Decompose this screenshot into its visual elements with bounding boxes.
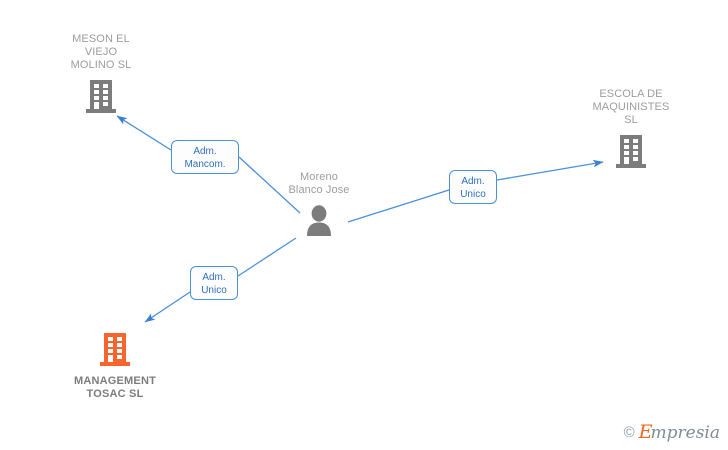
relation-label-meson[interactable]: Adm. Mancom. bbox=[171, 140, 239, 174]
node-label-meson: MESON EL VIEJO MOLINO SL bbox=[70, 33, 132, 71]
brand-initial: E bbox=[638, 421, 653, 443]
copyright-icon: © bbox=[623, 423, 635, 441]
node-meson-el-viejo-molino-sl[interactable]: MESON EL VIEJO MOLINO SL bbox=[21, 33, 181, 118]
edge-escola bbox=[347, 189, 450, 223]
edge-meson bbox=[238, 156, 301, 214]
building-icon bbox=[21, 78, 181, 118]
building-icon bbox=[35, 331, 195, 371]
edge-tosac bbox=[237, 237, 297, 277]
relation-label-escola[interactable]: Adm. Unico bbox=[449, 170, 497, 204]
node-label-management-tosac: MANAGEMENT TOSAC SL bbox=[73, 375, 157, 400]
edge-meson-arrow bbox=[116, 115, 172, 151]
node-moreno-blanco-jose[interactable]: Moreno Blanco Jose bbox=[239, 171, 399, 243]
node-management-tosac-sl[interactable]: MANAGEMENT TOSAC SL bbox=[35, 331, 195, 401]
watermark: © Empresia bbox=[624, 422, 720, 442]
building-icon bbox=[551, 133, 711, 173]
node-escola-de-maquinistes-sl[interactable]: ESCOLA DE MAQUINISTES SL bbox=[551, 88, 711, 173]
brand-name: Empresia bbox=[639, 422, 720, 442]
node-label-escola: ESCOLA DE MAQUINISTES SL bbox=[592, 88, 670, 126]
edge-escola-arrow bbox=[496, 159, 604, 181]
relation-label-tosac[interactable]: Adm. Unico bbox=[190, 266, 238, 300]
brand-rest: mpresia bbox=[650, 423, 721, 443]
person-icon bbox=[239, 203, 399, 243]
edge-tosac-arrow bbox=[144, 291, 191, 323]
node-label-moreno-blanco-jose: Moreno Blanco Jose bbox=[288, 171, 350, 196]
